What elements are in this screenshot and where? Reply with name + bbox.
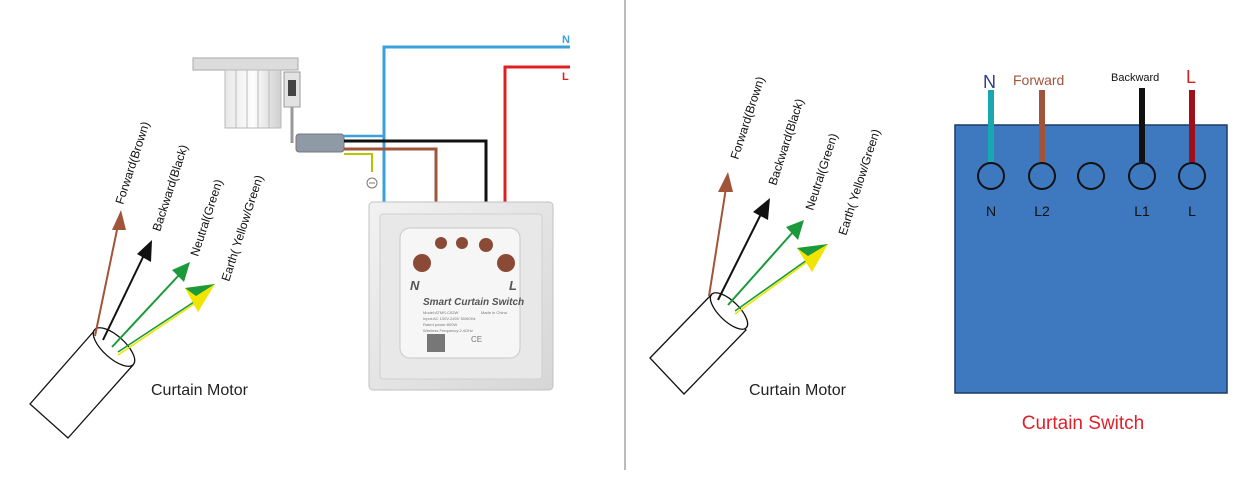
terminal-l <box>1178 162 1206 190</box>
supply-l-label: L <box>562 71 569 83</box>
left-label-backward: Backward(Black) <box>150 143 191 233</box>
switch-made-in: Made in China <box>481 310 508 315</box>
right-motor-cylinder <box>649 292 749 395</box>
supply-live-wire <box>503 65 570 258</box>
right-wire-neutral <box>727 220 804 306</box>
terminal-label-n: N <box>986 203 996 219</box>
left-wire-forward <box>94 210 126 337</box>
left-motor-label: Curtain Motor <box>151 382 249 399</box>
switch-spec-0: Model:ATMS-C02W <box>423 310 458 315</box>
left-label-earth: Earth( Yellow/Green) <box>219 173 267 283</box>
top-label-l: L <box>1186 67 1196 87</box>
right-label-earth: Earth( Yellow/Green) <box>836 127 884 237</box>
top-label-forward: Forward <box>1013 72 1064 88</box>
right-wire-backward <box>717 198 770 301</box>
switch-spec-2: Rated power:800W <box>423 322 457 327</box>
qr-code-icon <box>427 334 445 352</box>
left-wire-earth <box>117 284 215 356</box>
switch-caption: Curtain Switch <box>1022 413 1145 434</box>
supply-n-label: N <box>562 34 570 46</box>
top-label-backward: Backward <box>1111 72 1159 84</box>
right-panel: Forward(Brown) Backward(Black) Neutral(G… <box>649 67 1228 434</box>
terminal-n <box>977 162 1005 190</box>
left-label-neutral: Neutral(Green) <box>188 177 226 257</box>
left-label-forward: Forward(Brown) <box>113 120 153 206</box>
terminal-label-l1: L1 <box>1134 203 1150 219</box>
left-wire-neutral <box>111 262 190 348</box>
right-label-backward: Backward(Black) <box>766 97 807 187</box>
switch-terminal-n: N <box>410 278 420 293</box>
terminal-label-l: L <box>1188 203 1196 219</box>
top-label-n: N <box>983 72 996 92</box>
switch-spec-1: Input:AC 100V-240V 50/60Hz <box>423 316 475 321</box>
switch-brand: Smart Curtain Switch <box>423 297 524 308</box>
switch-spec-3: Wireless Frequency:2.4GHz <box>423 328 473 333</box>
terminal-l1 <box>1128 162 1156 190</box>
right-label-neutral: Neutral(Green) <box>803 131 841 211</box>
terminal-l2 <box>1028 162 1056 190</box>
left-panel: Forward(Brown) Backward(Black) Neutral(G… <box>29 34 570 439</box>
left-motor-cylinder <box>29 327 136 439</box>
left-wire-backward <box>102 240 152 341</box>
tubular-motor-icon <box>192 57 345 153</box>
right-wire-forward <box>708 172 733 297</box>
switch-terminal-l: L <box>509 278 517 293</box>
switch-ce-mark: CE <box>471 335 482 344</box>
right-motor-label: Curtain Motor <box>749 382 847 399</box>
conn-earth <box>344 153 373 172</box>
right-label-forward: Forward(Brown) <box>728 75 768 161</box>
terminal-label-l2: L2 <box>1034 203 1050 219</box>
terminal-empty <box>1077 162 1105 190</box>
supply-neutral-wire <box>382 45 570 258</box>
right-wire-earth <box>734 244 828 315</box>
smart-curtain-switch-device: N L Smart Curtain Switch Model:ATMS-C02W… <box>368 201 554 391</box>
